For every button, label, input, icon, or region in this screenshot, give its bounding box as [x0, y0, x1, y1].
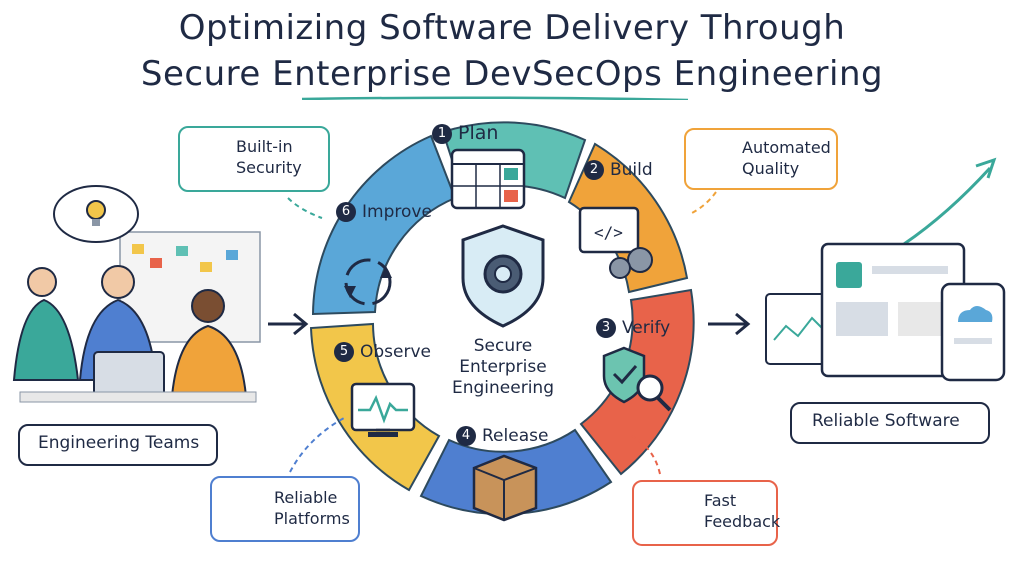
- calendar-checklist-icon: [450, 148, 526, 210]
- segment-improve: [311, 134, 457, 316]
- team-illustration: [12, 185, 261, 403]
- title-underline: [301, 96, 689, 100]
- growth-arrow-icon: [903, 166, 992, 246]
- arrow-right-right: [708, 312, 751, 336]
- engineering-teams-label: Engineering Teams: [38, 433, 200, 453]
- callout-fast-feedback: [632, 480, 778, 546]
- package-box-icon: [472, 454, 538, 522]
- connector-security: [287, 197, 323, 219]
- reliable-software-box: [790, 402, 990, 444]
- monitor-pulse-icon: [350, 382, 416, 437]
- title-line-2: Secure Enterprise DevSecOps Engineering: [140, 54, 884, 94]
- connector-platforms: [289, 417, 345, 473]
- center-shield-gear-icon: [461, 224, 545, 328]
- callout-automated-quality: [684, 128, 838, 190]
- code-window-gears-icon: </>: [578, 206, 653, 279]
- devices-illustration: [765, 157, 1006, 382]
- reliable-software-label: Reliable Software: [812, 411, 960, 431]
- svg-text:</>: </>: [594, 223, 623, 242]
- center-label: Secure Enterprise Engineering: [452, 336, 554, 398]
- callout-built-in-security: [178, 126, 330, 192]
- lightbulb-icon: [53, 185, 139, 243]
- arrow-right-left: [268, 312, 309, 336]
- engineering-teams-box: [18, 424, 218, 466]
- refresh-cycle-icon: [344, 258, 392, 306]
- shield-check-magnifier-icon: [602, 346, 672, 412]
- connector-feedback: [631, 435, 661, 475]
- title-line-1: Optimizing Software Delivery Through: [178, 8, 846, 48]
- connector-quality: [689, 191, 717, 215]
- callout-reliable-platforms: [210, 476, 360, 542]
